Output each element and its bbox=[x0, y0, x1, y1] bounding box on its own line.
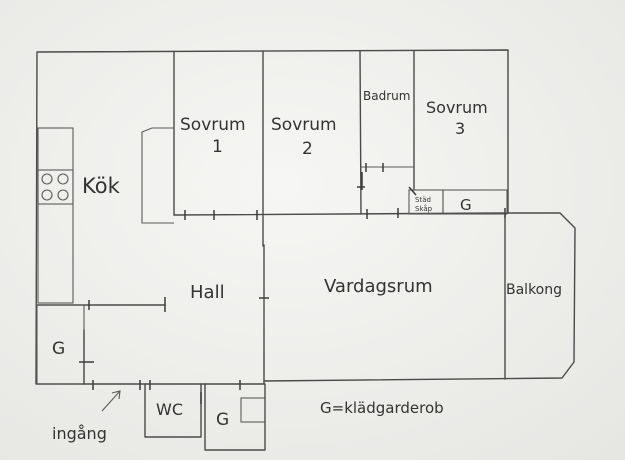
entrance-arrow bbox=[101, 390, 121, 412]
label-badrum: Badrum bbox=[363, 89, 410, 103]
stove bbox=[37, 169, 74, 205]
wall-sovrum2-badrum bbox=[359, 50, 362, 215]
stove-burner bbox=[41, 189, 53, 201]
label-sovrum3-num: 3 bbox=[455, 119, 465, 138]
stove-burner bbox=[57, 173, 69, 185]
stad-tick bbox=[408, 186, 417, 196]
label-wc: WC bbox=[156, 400, 183, 419]
label-garderob-bottom: G bbox=[216, 410, 229, 430]
outer-wall bbox=[35, 49, 576, 385]
wall-bedroom-corridor bbox=[173, 212, 509, 216]
label-garderob-left: G bbox=[52, 339, 65, 359]
stove-burner bbox=[57, 189, 69, 201]
label-stad: Städ bbox=[415, 196, 431, 204]
garderob-small-box bbox=[442, 189, 508, 215]
wc-box bbox=[144, 383, 202, 438]
label-balkong: Balkong bbox=[506, 282, 562, 298]
label-sovrum1-num: 1 bbox=[212, 137, 223, 157]
label-sovrum3: Sovrum bbox=[426, 98, 488, 117]
label-garderob-small: G bbox=[460, 196, 472, 214]
label-hall: Hall bbox=[190, 282, 225, 303]
label-entrance: ingång bbox=[52, 424, 107, 443]
label-legend: G=klädgarderob bbox=[320, 399, 444, 417]
kitchen-cabinet bbox=[141, 127, 174, 224]
stove-burner bbox=[41, 173, 53, 185]
label-sovrum2: Sovrum bbox=[271, 115, 337, 135]
label-kok: Kök bbox=[82, 174, 121, 198]
kitchen-counter bbox=[37, 127, 74, 304]
label-sovrum2-num: 2 bbox=[302, 139, 313, 159]
label-vardagsrum: Vardagsrum bbox=[324, 276, 433, 297]
label-sovrum1: Sovrum bbox=[180, 115, 246, 135]
label-skap: Skåp bbox=[415, 204, 433, 213]
garderob-bottom-inner bbox=[240, 397, 266, 423]
